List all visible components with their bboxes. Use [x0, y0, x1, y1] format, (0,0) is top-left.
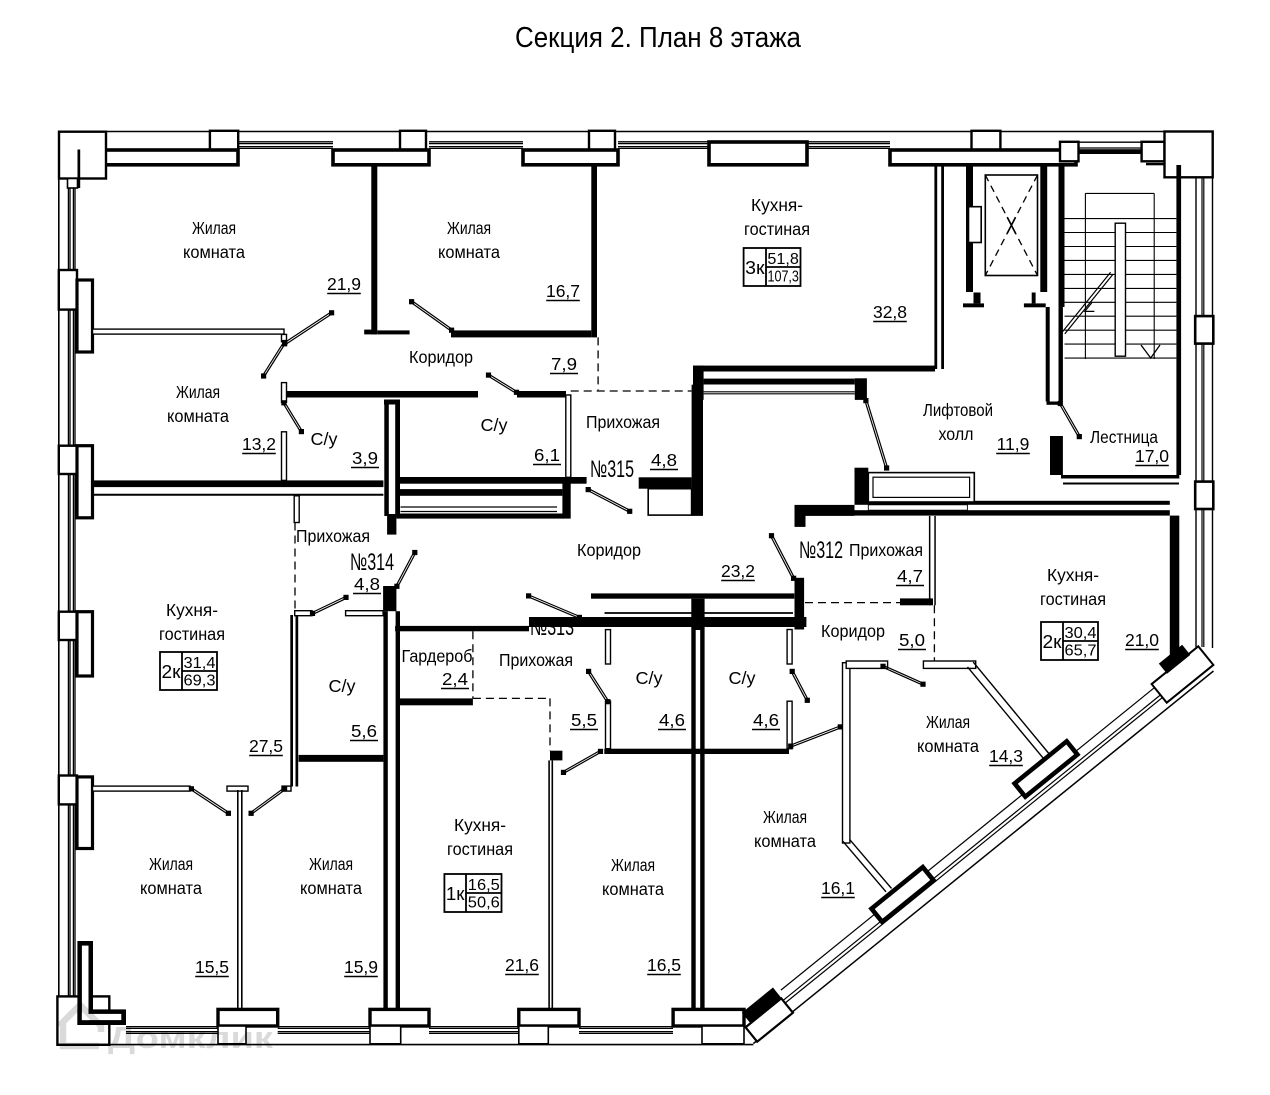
svg-text:Жилая: Жилая	[763, 807, 807, 827]
svg-text:С/у: С/у	[329, 676, 356, 696]
svg-text:16,5: 16,5	[647, 955, 681, 975]
svg-text:Лифтовой: Лифтовой	[923, 400, 993, 420]
svg-text:комната: комната	[300, 878, 362, 898]
svg-text:11,9: 11,9	[997, 434, 1030, 454]
svg-text:6,1: 6,1	[534, 445, 560, 465]
svg-text:Жилая: Жилая	[309, 854, 353, 874]
svg-text:51,8: 51,8	[767, 251, 799, 268]
svg-text:31,4: 31,4	[184, 655, 216, 672]
svg-text:107,3: 107,3	[767, 269, 799, 286]
svg-text:16,1: 16,1	[821, 878, 855, 898]
svg-text:комната: комната	[140, 878, 202, 898]
svg-text:1к: 1к	[446, 884, 465, 904]
svg-text:гостиная: гостиная	[159, 624, 225, 644]
svg-text:Жилая: Жилая	[149, 854, 193, 874]
svg-text:Гардероб: Гардероб	[402, 646, 473, 666]
svg-text:Лестница: Лестница	[1090, 427, 1158, 447]
svg-text:50,6: 50,6	[468, 895, 500, 912]
svg-text:13,2: 13,2	[242, 434, 276, 454]
svg-text:15,9: 15,9	[344, 957, 378, 977]
svg-text:16,5: 16,5	[468, 877, 500, 894]
svg-text:4,6: 4,6	[753, 710, 779, 730]
svg-text:№314: №314	[350, 549, 394, 576]
svg-text:4,8: 4,8	[651, 450, 677, 470]
svg-text:Домклик: Домклик	[108, 1020, 274, 1055]
svg-text:Прихожая: Прихожая	[499, 650, 573, 670]
svg-text:С/у: С/у	[481, 415, 508, 435]
svg-text:Кухня-: Кухня-	[1047, 565, 1099, 585]
svg-text:С/у: С/у	[636, 668, 663, 688]
svg-text:Коридор: Коридор	[409, 347, 473, 367]
svg-text:С/у: С/у	[311, 429, 338, 449]
svg-text:холл: холл	[939, 424, 974, 444]
svg-text:№312: №312	[799, 537, 843, 564]
svg-text:21,6: 21,6	[505, 955, 539, 975]
svg-text:Кухня-: Кухня-	[454, 815, 506, 835]
svg-text:Коридор: Коридор	[577, 540, 641, 560]
svg-text:Секция 2. План 8 этажа: Секция 2. План 8 этажа	[515, 22, 802, 54]
svg-text:Прихожая: Прихожая	[586, 412, 660, 432]
svg-text:5,0: 5,0	[899, 630, 925, 650]
svg-text:2,4: 2,4	[442, 669, 468, 689]
svg-text:Жилая: Жилая	[611, 855, 655, 875]
svg-text:17,0: 17,0	[1135, 446, 1169, 466]
svg-text:65,7: 65,7	[1065, 643, 1097, 660]
svg-text:16,7: 16,7	[546, 281, 580, 301]
svg-text:21,9: 21,9	[327, 274, 361, 294]
svg-text:21,0: 21,0	[1125, 630, 1159, 650]
svg-text:комната: комната	[602, 879, 664, 899]
svg-text:комната: комната	[917, 736, 979, 756]
svg-text:№313: №313	[530, 614, 574, 641]
svg-text:Коридор: Коридор	[821, 621, 885, 641]
svg-text:32,8: 32,8	[873, 302, 907, 322]
svg-text:Кухня-: Кухня-	[751, 195, 803, 215]
svg-text:4,7: 4,7	[897, 566, 923, 586]
svg-text:30,4: 30,4	[1065, 625, 1097, 642]
svg-text:комната: комната	[183, 242, 245, 262]
svg-text:7,9: 7,9	[551, 354, 577, 374]
svg-text:комната: комната	[167, 406, 229, 426]
svg-text:гостиная: гостиная	[447, 839, 513, 859]
svg-text:4,8: 4,8	[354, 574, 380, 594]
svg-text:Кухня-: Кухня-	[166, 600, 218, 620]
svg-text:3к: 3к	[745, 258, 765, 278]
svg-text:2к: 2к	[162, 662, 181, 682]
svg-text:комната: комната	[438, 242, 500, 262]
svg-text:Жилая: Жилая	[192, 218, 236, 238]
svg-text:№315: №315	[590, 456, 634, 483]
svg-text:Жилая: Жилая	[926, 712, 970, 732]
svg-text:гостиная: гостиная	[1040, 589, 1106, 609]
svg-text:2к: 2к	[1043, 632, 1062, 652]
svg-text:69,3: 69,3	[184, 673, 216, 690]
svg-text:Прихожая: Прихожая	[849, 540, 923, 560]
svg-text:Прихожая: Прихожая	[296, 526, 370, 546]
svg-text:23,2: 23,2	[721, 561, 755, 581]
svg-text:3,9: 3,9	[352, 448, 378, 468]
svg-text:комната: комната	[754, 831, 816, 851]
svg-text:Жилая: Жилая	[447, 218, 491, 238]
svg-text:14,3: 14,3	[989, 746, 1023, 766]
svg-text:5,6: 5,6	[351, 721, 377, 741]
svg-text:Жилая: Жилая	[176, 382, 220, 402]
svg-text:27,5: 27,5	[249, 736, 283, 756]
svg-text:С/у: С/у	[729, 668, 756, 688]
svg-text:гостиная: гостиная	[744, 219, 810, 239]
svg-text:15,5: 15,5	[195, 957, 229, 977]
svg-text:5,5: 5,5	[571, 710, 597, 730]
svg-text:4,6: 4,6	[659, 710, 685, 730]
